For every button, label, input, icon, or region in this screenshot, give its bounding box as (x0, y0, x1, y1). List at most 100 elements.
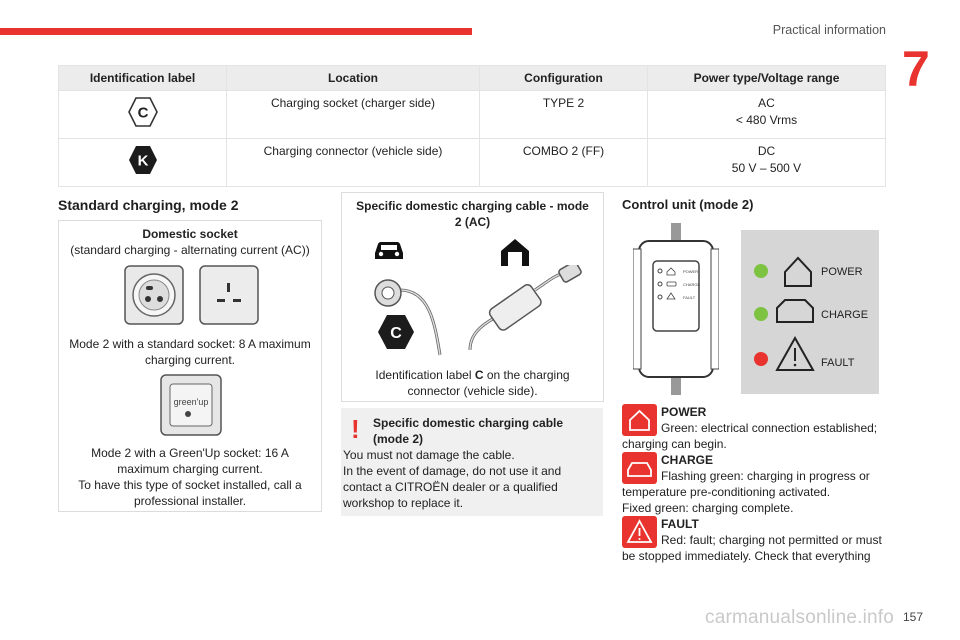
fault-led (754, 352, 768, 366)
table-header: Identification label (58, 65, 227, 91)
greenup-logo-text: green'up (174, 397, 209, 407)
greenup-socket-icon: green'up (160, 374, 222, 436)
label-k-text: K (137, 153, 148, 170)
hexagon-k-icon: K (128, 146, 157, 174)
status-power-line1: Green: electrical connection established… (661, 421, 878, 435)
status-charge-rest: temperature pre-conditioning activated. F… (622, 484, 830, 516)
location-cell: Charging connector (vehicle side) (226, 138, 480, 187)
french-socket-icon (124, 265, 184, 325)
identification-table: Identification label Location Configurat… (58, 65, 886, 187)
config-cell: TYPE 2 (479, 90, 648, 139)
status-power-rest: charging can begin. (622, 437, 727, 451)
domestic-socket-subtitle: (standard charging - alternating current… (70, 243, 310, 257)
control-unit-heading: Control unit (mode 2) (622, 197, 754, 212)
status-fault-line1: Red: fault; charging not permitted or mu… (661, 533, 882, 547)
status-fault-title: FAULT (661, 517, 699, 531)
chapter-number: 7 (902, 41, 930, 97)
panel-charge-label: CHARGE (821, 309, 868, 321)
table-header: Power type/Voltage range (647, 65, 886, 91)
mode-standard-text: Mode 2 with a standard socket: 8 A maxim… (59, 336, 321, 368)
install-line1: To have this type of socket installed, c… (78, 478, 302, 492)
power-led (754, 264, 768, 278)
mode-standard-line1: Mode 2 with a standard socket: 8 A maxim… (69, 337, 311, 351)
voltage-range: < 480 Vrms (735, 113, 798, 127)
table-row: C Charging socket (charger side) TYPE 2 … (58, 90, 886, 139)
cable-title: Specific domestic charging cable - mode 2… (342, 198, 603, 230)
standard-charging-heading: Standard charging, mode 2 (58, 197, 239, 213)
voltage-range: 50 V – 500 V (731, 161, 802, 175)
status-charge-line3: Fixed green: charging complete. (622, 501, 794, 515)
table-header: Location (226, 65, 480, 91)
watermark: carmanualsonline.info (705, 607, 895, 628)
warning-line: You must not damage the cable. (343, 448, 515, 462)
cable-title-line1: Specific domestic charging cable - mode (356, 199, 589, 213)
device-label-power: POWER (683, 269, 698, 274)
status-power: POWER Green: electrical connection estab… (622, 404, 892, 452)
charging-cable-box: Specific domestic charging cable - mode 2… (341, 192, 604, 402)
mode-standard-line2: charging current. (144, 353, 236, 367)
status-fault-rest: be stopped immediately. Check that every… (622, 549, 871, 563)
status-fault: FAULT Red: fault; charging not permitted… (622, 516, 892, 564)
warning-exclamation-icon: ! (351, 414, 360, 444)
house-outline-icon (784, 256, 812, 287)
panel-fault-label: FAULT (821, 357, 855, 369)
fault-warning-icon (622, 516, 657, 548)
cable-caption: Identification label C on the charging co… (342, 367, 603, 399)
power-type: AC (758, 96, 775, 110)
status-charge: CHARGE Flashing green: charging in progr… (622, 452, 892, 516)
warning-triangle-icon (775, 335, 815, 371)
warning-line: In the event of damage, do not use it an… (343, 464, 562, 478)
table-row: K Charging connector (vehicle side) COMB… (58, 138, 886, 187)
caption-label: C (474, 368, 484, 382)
warning-box: ! Specific domestic charging cable (mode … (341, 408, 603, 516)
table-header: Configuration (479, 65, 648, 91)
install-line2: professional installer. (133, 494, 247, 508)
power-type: DC (757, 144, 776, 158)
location-cell: Charging socket (charger side) (226, 90, 480, 139)
header-red-bar (0, 28, 472, 35)
mode-greenup-line2: maximum charging current. (117, 462, 263, 476)
label-cell: C (58, 90, 227, 139)
mode-greenup-text: Mode 2 with a Green'Up socket: 16 A maxim… (59, 445, 321, 509)
badge-c-text: C (390, 325, 402, 342)
power-cell: DC 50 V – 500 V (647, 138, 886, 187)
status-charge-line1: Flashing green: charging in progress or (661, 469, 870, 483)
control-unit-device: POWER CHARGE FAULT (633, 223, 719, 395)
status-power-title: POWER (661, 405, 707, 419)
power-house-icon (622, 404, 657, 436)
panel-power-label: POWER (821, 266, 863, 278)
config-cell: COMBO 2 (FF) (479, 138, 648, 187)
charging-cable-illustration (374, 265, 582, 356)
warning-line: contact a CITROËN dealer or a qualified (343, 480, 558, 494)
warning-title-line2: (mode 2) (373, 432, 424, 446)
indicator-panel: POWER CHARGE FAULT (741, 230, 879, 394)
house-icon (501, 239, 529, 266)
table-header-row: Identification label Location Configurat… (58, 65, 886, 91)
charge-led (754, 307, 768, 321)
car-icon (375, 242, 403, 259)
device-label-charge: CHARGE (683, 282, 700, 287)
warning-line: workshop to replace it. (343, 496, 464, 510)
warning-title-line1: Specific domestic charging cable (373, 416, 564, 430)
status-charge-line2: temperature pre-conditioning activated. (622, 485, 831, 499)
uk-socket-icon (199, 265, 259, 325)
status-charge-title: CHARGE (661, 453, 714, 467)
caption-line2: connector (vehicle side). (407, 384, 538, 398)
caption-part1: Identification label (375, 368, 475, 382)
cable-title-line2: 2 (AC) (454, 215, 491, 229)
indicator-panel-graphic: POWER CHARGE FAULT (754, 256, 868, 371)
warning-title: Specific domestic charging cable (mode 2) (373, 415, 563, 447)
hexagon-c-icon: C (127, 97, 158, 127)
mode-greenup-line1: Mode 2 with a Green'Up socket: 16 A (91, 446, 289, 460)
label-c-text: C (137, 105, 148, 122)
domestic-socket-title: Domestic socket (142, 227, 238, 241)
caption-part2: on the charging (483, 368, 570, 382)
power-cell: AC < 480 Vrms (647, 90, 886, 139)
warning-body: You must not damage the cable. In the ev… (343, 447, 595, 511)
section-title: Practical information (772, 23, 886, 37)
device-label-fault: FAULT (683, 295, 696, 300)
label-cell: K (58, 138, 227, 187)
page-number: 157 (902, 610, 923, 624)
domestic-socket-box: Domestic socket (standard charging - alt… (58, 220, 322, 512)
car-outline-icon (776, 299, 814, 323)
